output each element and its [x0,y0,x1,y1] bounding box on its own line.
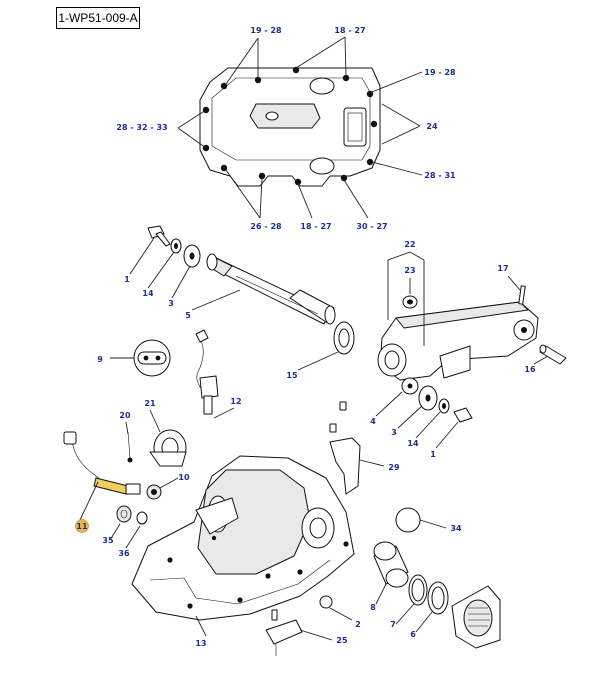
bottom-right-leaders [375,519,447,633]
callout-2: 2 [355,620,361,629]
sensor-11 [63,431,141,495]
ring-7 [408,574,428,606]
bolt-2 [319,595,333,609]
cover-21 [149,429,187,467]
callout-1-top: 1 [124,275,130,284]
housing-13 [131,455,355,621]
callout-10: 10 [178,473,190,482]
callout-11: 11 [76,522,88,531]
callout-1-right: 1 [430,450,436,459]
callout-22: 22 [404,240,415,249]
callout-21: 21 [144,399,156,408]
washer-4 [401,377,419,395]
washer-15 [333,321,355,355]
callout-18-27-bottom: 18 - 27 [300,222,331,231]
callout-19-28-right: 19 - 28 [424,68,456,77]
washer-3-right [418,385,438,411]
highlight-marker [75,519,89,533]
leader-12 [213,407,235,419]
bracket-29 [329,401,361,495]
leader-2 [329,607,353,621]
washer-14-top [170,238,182,254]
callout-8: 8 [370,603,376,612]
ring-6 [427,581,449,615]
callout-24: 24 [426,122,438,131]
callout-6: 6 [410,630,416,639]
callout-3-right: 3 [391,428,397,437]
clip-25 [265,609,303,656]
callout-18-27-top: 18 - 27 [334,26,365,35]
washer-14-right [438,398,450,414]
callout-30-27: 30 - 27 [356,222,387,231]
bushing-8 [373,541,409,588]
callout-19-28-top: 19 - 28 [250,26,282,35]
plug-35 [116,505,132,523]
right-parts-leaders [359,391,459,467]
callout-13: 13 [195,639,206,648]
callout-23: 23 [404,266,415,275]
leader-25 [299,629,333,641]
plug-23 [402,295,418,309]
callout-29: 29 [388,463,400,472]
callout-28-31: 28 - 31 [424,171,456,180]
lift-arm-22 [377,301,539,381]
callout-15: 15 [286,371,298,380]
cable-12 [195,329,219,415]
bolt-1-top [147,225,171,247]
shaft-5 [206,253,336,325]
ring-36 [136,511,148,525]
callout-25: 25 [336,636,348,645]
sensor-area-leaders [79,409,179,549]
callout-17: 17 [497,264,508,273]
shaft-end-partial [451,585,501,649]
washer-3-top [183,244,201,268]
callout-35: 35 [102,536,114,545]
callout-34: 34 [450,524,462,533]
callout-26-28: 26 - 28 [250,222,282,231]
callout-16: 16 [524,365,536,374]
screw-20 [127,431,133,463]
cover-leaders [177,36,423,219]
callout-7: 7 [390,620,396,629]
diagram-reference-code: 1-WP51-009-A [56,7,140,29]
pin-17 [518,285,526,305]
callout-5: 5 [185,311,191,320]
callout-36: 36 [118,549,130,558]
callout-28-32-33: 28 - 32 - 33 [116,123,167,132]
callout-4: 4 [370,417,376,426]
pin-16 [539,344,567,365]
callout-9: 9 [97,355,103,364]
left-shaft-leaders [129,237,339,371]
cover-plate [199,66,381,187]
callout-20: 20 [119,411,131,420]
clip-9 [133,339,171,377]
callout-3-top: 3 [168,299,174,308]
callout-14-right: 14 [407,439,419,448]
plug-10 [146,484,162,500]
right-arm-leaders [387,251,549,365]
callout-12: 12 [230,397,241,406]
bolt-1-right [453,407,473,423]
ring-34 [395,507,421,533]
callout-14-top: 14 [142,289,154,298]
leader-13 [195,615,207,637]
